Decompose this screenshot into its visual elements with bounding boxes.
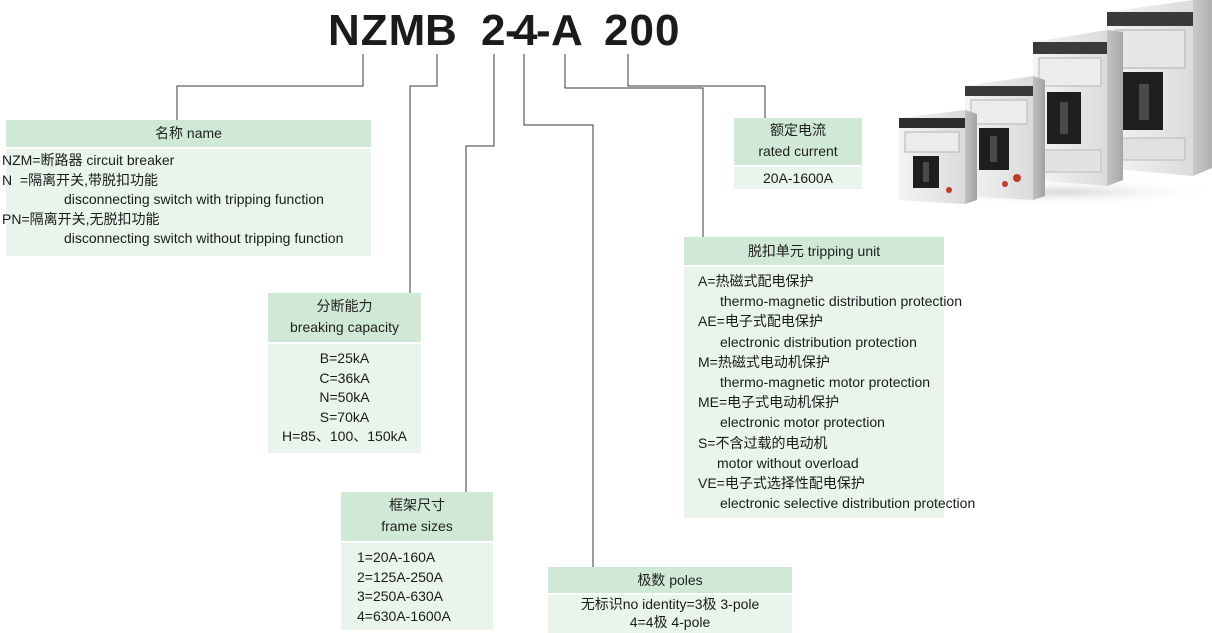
name-box: 名称 name NZM=断路器 circuit breaker N =隔离开关,… <box>2 120 371 256</box>
tripping-line-ae: AE=电子式配电保护 <box>698 313 823 330</box>
circuit-breaker-product-image <box>899 0 1212 205</box>
breaking-capacity-line: C=36kA <box>319 369 370 386</box>
name-line-nzm: NZM=断路器 circuit breaker <box>2 152 175 168</box>
rated-current-value: 20A-1600A <box>734 167 862 189</box>
connector-name <box>176 54 364 120</box>
poles-line-4: 4=4极 4-pole <box>629 614 711 630</box>
name-line-n-en: disconnecting switch with tripping funct… <box>64 191 324 207</box>
breaking-capacity-line: B=25kA <box>319 350 370 366</box>
tripping-line-ae-en: electronic distribution protection <box>720 333 917 350</box>
breaking-capacity-line: N=50kA <box>319 389 370 405</box>
frame-size-line: 1=20A-160A <box>357 549 436 565</box>
connector-poles <box>523 54 594 567</box>
poles-body: 无标识no identity=3极 3-pole 4=4极 4-pole <box>548 595 792 633</box>
rated-current-header-en: rated current <box>758 143 838 159</box>
frame-sizes-header-cn: 框架尺寸 <box>389 497 445 513</box>
breaker-smallest <box>899 110 977 204</box>
breaking-capacity-box: 分断能力 breaking capacity B=25kA C=36kA N=5… <box>268 293 421 453</box>
breaking-capacity-body: B=25kA C=36kA N=50kA S=70kA H=85、100、150… <box>268 344 421 453</box>
frame-size-line: 2=125A-250A <box>357 568 444 585</box>
tripping-line-m-en: thermo-magnetic motor protection <box>720 374 931 391</box>
code-part-series: NZM <box>328 6 427 55</box>
frame-sizes-header-en: frame sizes <box>381 518 453 534</box>
breaker-medium <box>1033 30 1123 186</box>
name-line-pn: PN=隔离开关,无脱扣功能 <box>2 210 160 227</box>
poles-header: 极数 poles <box>548 567 792 593</box>
breaking-capacity-header-en: breaking capacity <box>290 319 399 335</box>
code-part-rated-current: 200 <box>604 6 681 55</box>
tripping-line-me-en: electronic motor protection <box>720 414 885 431</box>
code-dash-1: - <box>505 6 521 55</box>
frame-size-line: 3=250A-630A <box>357 588 444 604</box>
breaking-capacity-line: S=70kA <box>319 408 370 425</box>
connector-tripping <box>564 54 704 237</box>
code-part-tripping-unit: A <box>551 6 584 55</box>
breaker-small <box>965 76 1045 200</box>
tripping-line-a: A=热磁式配电保护 <box>698 273 814 289</box>
code-part-frame-size: 2 <box>481 6 507 55</box>
connector-breaking <box>409 54 438 293</box>
frame-size-line: 4=630A-1600A <box>357 607 451 624</box>
rated-current-box: 额定电流 rated current 20A-1600A <box>734 118 862 189</box>
poles-box: 极数 poles 无标识no identity=3极 3-pole 4=4极 4… <box>548 567 792 633</box>
tripping-line-ve: VE=电子式选择性配电保护 <box>698 475 865 492</box>
tripping-unit-body: A=热磁式配电保护 thermo-magnetic distribution p… <box>684 267 976 519</box>
tripping-unit-box: 脱扣单元 tripping unit A=热磁式配电保护 thermo-magn… <box>684 237 976 519</box>
rated-current-header-cn: 额定电流 <box>770 122 826 138</box>
code-dash-2: - <box>536 6 552 55</box>
name-line-n: N =隔离开关,带脱扣功能 <box>2 171 158 188</box>
name-line-pn-en: disconnecting switch without tripping fu… <box>64 230 344 246</box>
tripping-line-s: S=不含过载的电动机 <box>698 434 828 451</box>
tripping-line-s-en: motor without overload <box>717 454 859 471</box>
frame-sizes-header: 框架尺寸 frame sizes <box>341 492 493 541</box>
poles-line-3: 无标识no identity=3极 3-pole <box>580 596 760 612</box>
tripping-unit-header: 脱扣单元 tripping unit <box>684 237 944 265</box>
breaking-capacity-header-cn: 分断能力 <box>316 298 373 314</box>
breaker-large <box>1107 0 1212 176</box>
tripping-line-m: M=热磁式电动机保护 <box>698 353 830 370</box>
connector-frame <box>465 54 495 492</box>
rated-current-header: 额定电流 rated current <box>734 118 862 165</box>
code-part-poles: 4 <box>513 6 539 55</box>
name-box-header: 名称 name <box>6 120 371 147</box>
frame-sizes-box: 框架尺寸 frame sizes 1=20A-160A 2=125A-250A … <box>341 492 493 630</box>
tripping-line-a-en: thermo-magnetic distribution protection <box>720 293 963 310</box>
code-part-breaking-capacity: B <box>425 6 458 55</box>
frame-sizes-body: 1=20A-160A 2=125A-250A 3=250A-630A 4=630… <box>341 543 493 630</box>
breaking-capacity-header: 分断能力 breaking capacity <box>268 293 421 342</box>
connector-rated <box>627 54 766 118</box>
tripping-line-me: ME=电子式电动机保护 <box>698 394 840 411</box>
tripping-line-ve-en: electronic selective distribution protec… <box>720 495 976 512</box>
name-box-body: NZM=断路器 circuit breaker N =隔离开关,带脱扣功能 di… <box>2 149 371 256</box>
breaking-capacity-line: H=85、100、150kA <box>282 428 407 444</box>
